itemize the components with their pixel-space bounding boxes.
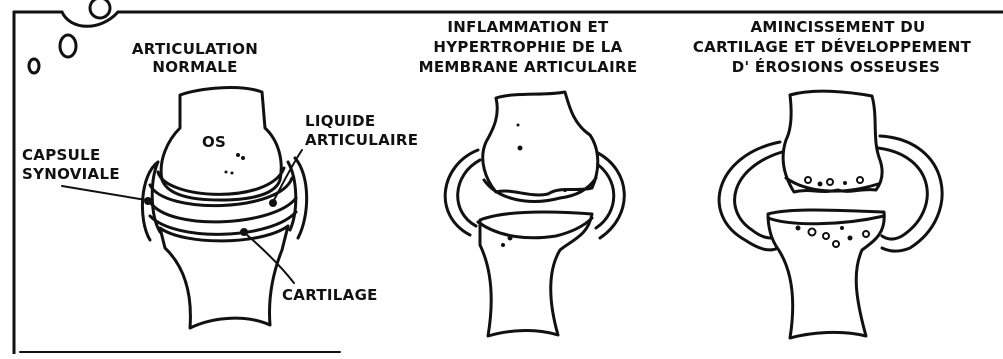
panel-2-title-line-2: HYPERTROPHIE DE LA [433,38,622,56]
lower-bone [160,226,288,328]
bone-speck [225,171,228,174]
upper-bone [783,91,882,192]
panel-3-title-line-3: D' ÉROSIONS OSSEUSES [732,57,941,76]
panel-erosion: AMINCISSEMENT DU CARTILAGE ET DÉVELOPPEM… [693,18,972,338]
panel-2-title-line-3: MEMBRANE ARTICULAIRE [419,58,638,76]
bone-speck [231,172,234,175]
panel-normal-joint: ARTICULATION NORMALE OS LIQUIDE ARTICULA… [22,40,418,328]
label-liquide-line-2: ARTICULAIRE [305,131,418,149]
panel-inflammation: INFLAMMATION ET HYPERTROPHIE DE LA MEMBR… [419,18,638,336]
decorative-circle-large [60,35,76,57]
bone-speck [241,156,245,160]
panel-2-title-line-1: INFLAMMATION ET [447,18,609,36]
label-cartilage: CARTILAGE [282,286,378,304]
panel-3-title-line-2: CARTILAGE ET DÉVELOPPEMENT [693,37,972,56]
label-liquide-line-1: LIQUIDE [305,112,375,130]
panel-1-title-line-1: ARTICULATION [132,40,258,58]
label-capsule-line-2: SYNOVIALE [22,165,120,183]
bone-speck [508,236,513,241]
bone-speck [501,243,505,247]
bone-speck [236,153,240,157]
upper-bone [483,92,598,195]
decorative-circle-small [29,59,39,73]
bone-speck [517,124,520,127]
panel-3-title-line-1: AMINCISSEMENT DU [750,18,925,36]
capsule-leader-line [62,186,146,200]
bone-speck [563,188,567,192]
bone-speck [518,146,523,151]
label-capsule-line-1: CAPSULE [22,146,101,164]
panel-1-title-line-2: NORMALE [152,58,237,76]
label-os: OS [202,133,226,151]
corner-blot [90,0,110,18]
lower-bone [768,210,884,338]
fluid-pointer-dot [269,199,277,207]
capsule-pointer-dot [144,197,152,205]
